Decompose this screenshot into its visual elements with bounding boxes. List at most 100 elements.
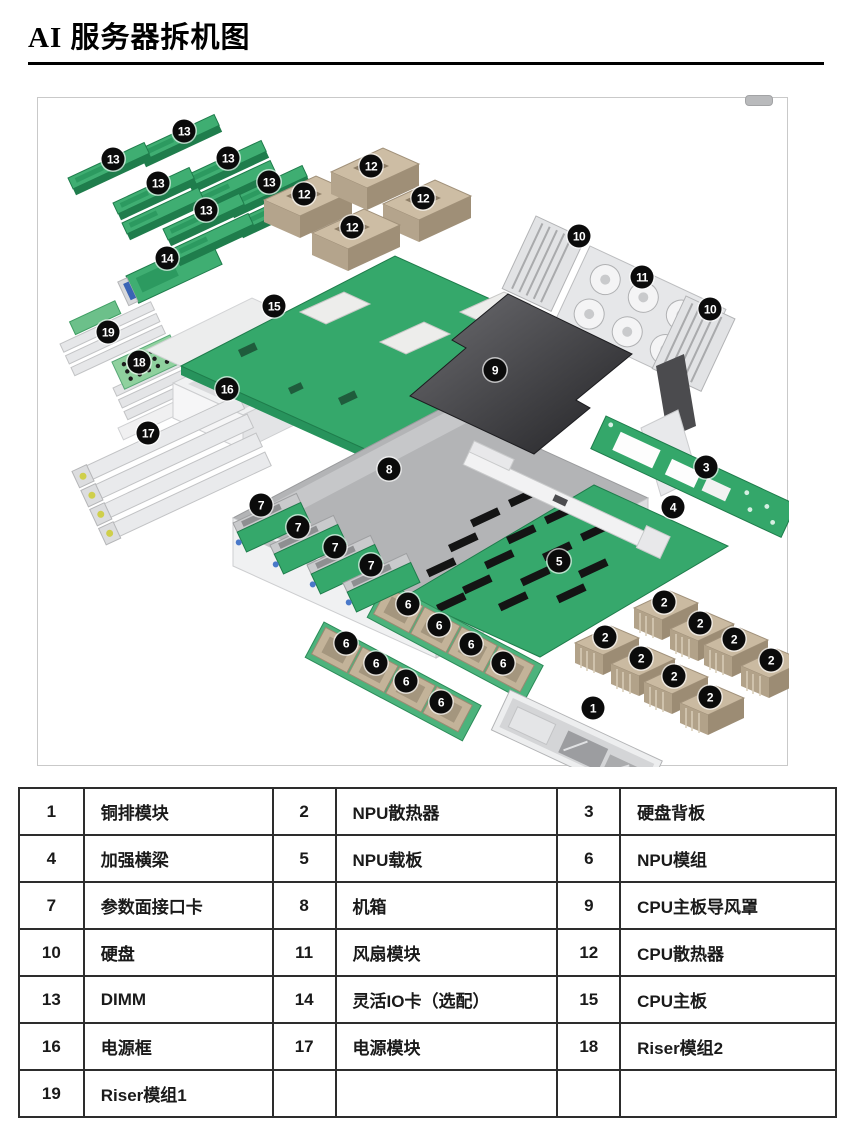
- legend-label: NPU散热器: [334, 787, 559, 836]
- legend-num: 7: [18, 881, 85, 930]
- callout-badge-14: 14: [155, 246, 179, 270]
- air-duct-shape: [409, 293, 633, 455]
- legend-num: 1: [18, 787, 85, 836]
- legend-num: 14: [271, 975, 337, 1024]
- legend-num: 10: [18, 928, 85, 977]
- legend-label: 风扇模块: [334, 928, 559, 977]
- callout-badge-13: 13: [257, 170, 281, 194]
- callout-badge-8: 8: [377, 457, 401, 481]
- callout-badge-11: 11: [630, 265, 654, 289]
- legend-label: Riser模组1: [82, 1069, 274, 1118]
- callout-badge-2: 2: [759, 648, 783, 672]
- callout-badge-6: 6: [491, 651, 515, 675]
- callout-badge-13: 13: [194, 198, 218, 222]
- callout-badge-12: 12: [340, 215, 364, 239]
- power-modules-shape: [71, 394, 272, 546]
- callout-badge-2: 2: [652, 590, 676, 614]
- legend-row: 16 电源框 17 电源模块 18 Riser模组2: [18, 1022, 837, 1071]
- legend-label: 硬盘: [82, 928, 274, 977]
- legend-num: 9: [556, 881, 622, 930]
- legend-row: 1 铜排模块 2 NPU散热器 3 硬盘背板: [18, 787, 837, 836]
- legend-label: [334, 1069, 559, 1118]
- legend-num: 5: [271, 834, 337, 883]
- copper-bar-shape: [490, 689, 663, 767]
- legend-num: 12: [556, 928, 622, 977]
- callout-badge-13: 13: [146, 171, 170, 195]
- legend-row: 19 Riser模组1: [18, 1069, 837, 1118]
- callout-badge-6: 6: [394, 669, 418, 693]
- callout-badge-6: 6: [396, 592, 420, 616]
- legend-num: 11: [271, 928, 337, 977]
- callout-badge-10: 10: [567, 224, 591, 248]
- callout-badge-19: 19: [96, 320, 120, 344]
- legend-num: 2: [271, 787, 337, 836]
- callout-badge-15: 15: [262, 294, 286, 318]
- legend-num: [271, 1069, 337, 1118]
- legend-label: CPU主板导风罩: [619, 881, 837, 930]
- callout-badge-1: 1: [581, 696, 605, 720]
- legend-label: Riser模组2: [619, 1022, 837, 1071]
- legend-num: 6: [556, 834, 622, 883]
- legend-num: 18: [556, 1022, 622, 1071]
- legend-num: 4: [18, 834, 85, 883]
- callout-badge-18: 18: [127, 350, 151, 374]
- callout-badge-6: 6: [427, 613, 451, 637]
- callout-badge-2: 2: [688, 611, 712, 635]
- legend-num: 15: [556, 975, 622, 1024]
- callout-badge-2: 2: [629, 646, 653, 670]
- legend-num: 19: [18, 1069, 85, 1118]
- callout-badge-13: 13: [216, 146, 240, 170]
- callout-badge-7: 7: [249, 493, 273, 517]
- legend-label: 硬盘背板: [619, 787, 837, 836]
- legend-label: 灵活IO卡（选配）: [334, 975, 559, 1024]
- callout-badge-7: 7: [323, 535, 347, 559]
- legend-num: 3: [556, 787, 622, 836]
- legend-row: 10 硬盘 11 风扇模块 12 CPU散热器: [18, 928, 837, 977]
- callout-badge-2: 2: [662, 664, 686, 688]
- page-title: AI 服务器拆机图: [28, 22, 251, 54]
- legend-label: DIMM: [82, 975, 274, 1024]
- legend-label: NPU载板: [334, 834, 559, 883]
- legend-label: 铜排模块: [82, 787, 274, 836]
- callout-badge-6: 6: [364, 651, 388, 675]
- callout-badge-13: 13: [101, 147, 125, 171]
- callout-badge-9: 9: [483, 358, 507, 382]
- legend-num: [556, 1069, 622, 1118]
- scrollbar-fragment: [745, 95, 773, 106]
- legend-num: 16: [18, 1022, 85, 1071]
- legend-label: 电源框: [82, 1022, 274, 1071]
- callout-badge-7: 7: [359, 553, 383, 577]
- callout-badge-6: 6: [334, 631, 358, 655]
- callout-badge-3: 3: [694, 455, 718, 479]
- hdd-backplane-shape: [590, 415, 789, 539]
- legend-label: [619, 1069, 837, 1118]
- legend-label: 加强横梁: [82, 834, 274, 883]
- callout-badge-17: 17: [136, 421, 160, 445]
- callout-badge-7: 7: [286, 515, 310, 539]
- callout-badge-6: 6: [459, 632, 483, 656]
- callout-badge-12: 12: [292, 182, 316, 206]
- title-underline: [28, 62, 824, 65]
- callout-badge-2: 2: [593, 625, 617, 649]
- legend-label: 电源模块: [334, 1022, 559, 1071]
- legend-table: 1 铜排模块 2 NPU散热器 3 硬盘背板 4 加强横梁 5 NPU载板 6 …: [18, 787, 837, 1118]
- legend-row: 7 参数面接口卡 8 机箱 9 CPU主板导风罩: [18, 881, 837, 930]
- legend-label: 机箱: [334, 881, 559, 930]
- legend-row: 4 加强横梁 5 NPU载板 6 NPU模组: [18, 834, 837, 883]
- legend-row: 13 DIMM 14 灵活IO卡（选配） 15 CPU主板: [18, 975, 837, 1024]
- callout-badge-2: 2: [722, 627, 746, 651]
- callout-badge-4: 4: [661, 495, 685, 519]
- legend-num: 17: [271, 1022, 337, 1071]
- callout-badge-12: 12: [359, 154, 383, 178]
- callout-badge-16: 16: [215, 377, 239, 401]
- callout-badge-10: 10: [698, 297, 722, 321]
- legend-num: 13: [18, 975, 85, 1024]
- callout-badge-5: 5: [547, 549, 571, 573]
- callout-badge-12: 12: [411, 186, 435, 210]
- callout-badge-13: 13: [172, 119, 196, 143]
- legend-label: NPU模组: [619, 834, 837, 883]
- legend-label: CPU主板: [619, 975, 837, 1024]
- legend-num: 8: [271, 881, 337, 930]
